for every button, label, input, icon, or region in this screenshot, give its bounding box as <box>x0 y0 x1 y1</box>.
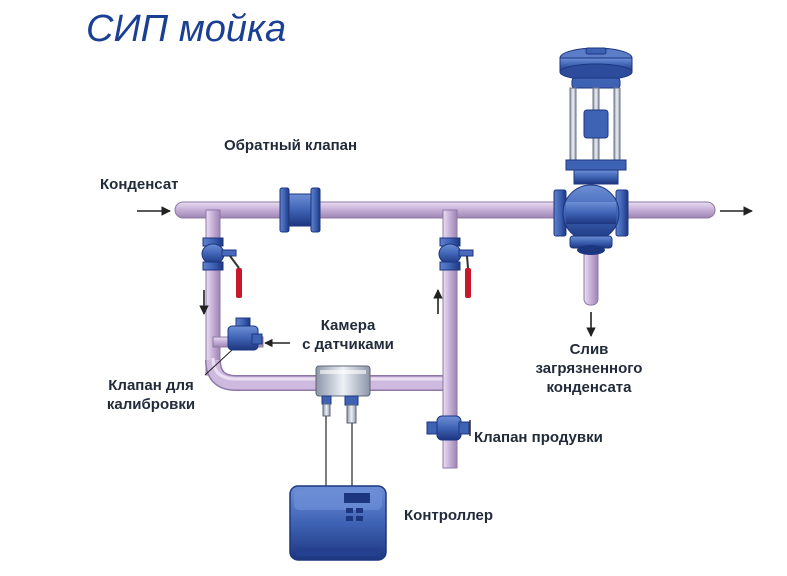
drain-label-line-3: конденсата <box>546 379 632 396</box>
condensate-label: Конденсат <box>100 176 179 193</box>
left-branch-pipe <box>205 209 221 376</box>
right-valve-handle <box>465 268 471 298</box>
drain-label-line-1: Слив <box>569 341 609 358</box>
right-branch-pipe <box>442 209 458 469</box>
controller-unit <box>289 485 387 561</box>
chamber-label-line-1: Камера <box>320 317 376 334</box>
calibration-valve-label: Клапан для калибровки <box>86 376 216 414</box>
left-valve-handle <box>236 268 242 298</box>
chamber-label-line-2: с датчиками <box>302 336 394 353</box>
controller-label: Контроллер <box>404 507 494 524</box>
flow-arrows <box>137 206 753 376</box>
page-title: СИП мойка <box>86 8 287 50</box>
controller-display <box>344 493 370 503</box>
calibration-label-line-1: Клапан для <box>108 377 194 394</box>
calibration-label-line-2: калибровки <box>106 396 196 413</box>
blowdown-valve <box>426 415 471 441</box>
drain-label: Слив загрязненного конденсата <box>524 340 654 397</box>
chamber-label: Камера с датчиками <box>288 316 408 354</box>
check-valve-label: Обратный клапан <box>224 137 358 154</box>
right-ball-valve <box>438 237 474 298</box>
calibration-leader-line <box>204 349 233 376</box>
calibration-valve <box>227 317 263 351</box>
control-valve <box>553 47 633 255</box>
sensor-chamber <box>315 365 371 486</box>
left-ball-valve <box>201 237 242 298</box>
check-valve <box>279 187 321 233</box>
blowdown-valve-label: Клапан продувки <box>474 429 603 446</box>
drain-label-line-2: загрязненного <box>535 360 643 377</box>
